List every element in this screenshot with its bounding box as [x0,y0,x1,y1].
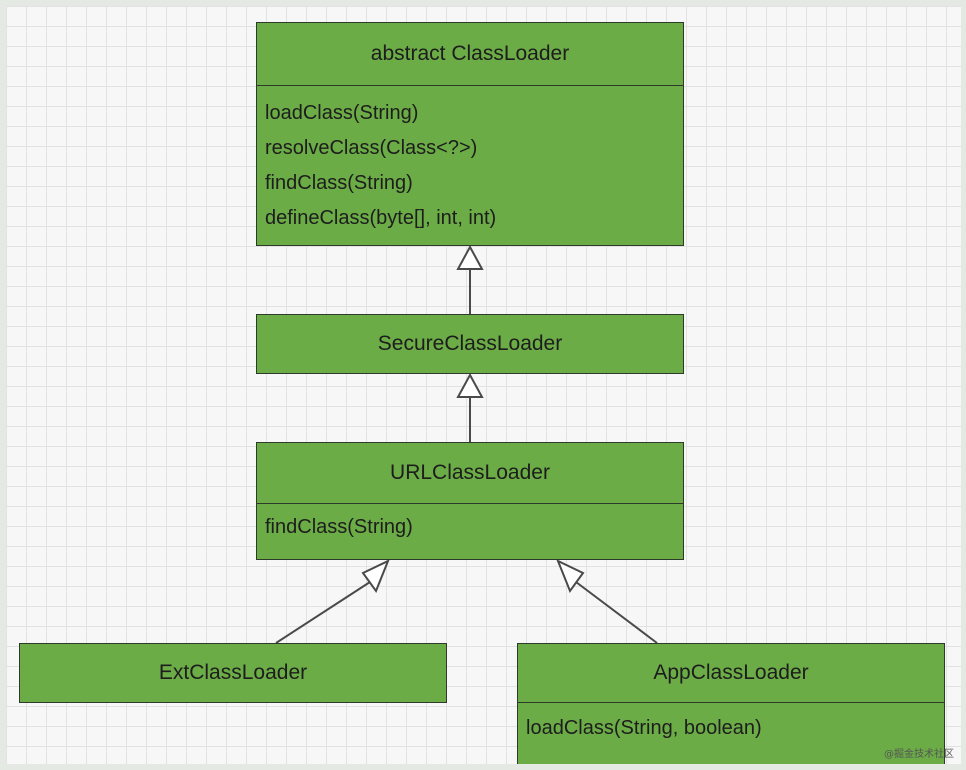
operation-item: loadClass(String) [265,102,419,124]
class-name: abstract ClassLoader [370,42,570,65]
connector-app-to-url [575,581,658,644]
class-name: URLClassLoader [390,461,550,484]
operation-item: loadClass(String, boolean) [526,717,762,739]
class-box-url: URLClassLoader findClass(String) [256,442,684,560]
connector-ext-to-url [275,581,371,644]
inheritance-arrowhead [456,372,484,398]
operation-item: findClass(String) [265,172,413,194]
class-operations: loadClass(String, boolean) [518,702,944,764]
class-name: ExtClassLoader [158,660,308,684]
inheritance-arrowhead [556,558,585,594]
class-box-ext: ExtClassLoader [19,643,447,703]
inheritance-arrowhead [456,244,484,270]
class-operations: findClass(String) [257,503,683,558]
class-operations: loadClass(String) resolveClass(Class<?>)… [257,85,683,244]
class-name: AppClassLoader [653,661,809,684]
inheritance-connectors [275,244,658,644]
operation-item: defineClass(byte[], int, int) [265,207,497,229]
diagram-canvas: abstract ClassLoader loadClass(String) r… [6,6,961,764]
class-name: SecureClassLoader [377,331,563,355]
class-box-secure: SecureClassLoader [256,314,684,374]
inheritance-arrowhead [361,558,390,594]
operation-item: findClass(String) [265,516,413,538]
class-box-app: AppClassLoader loadClass(String, boolean… [517,643,945,764]
class-box-classloader: abstract ClassLoader loadClass(String) r… [256,22,684,246]
watermark: @掘金技术社区 [884,749,954,760]
operation-item: resolveClass(Class<?>) [265,137,478,159]
